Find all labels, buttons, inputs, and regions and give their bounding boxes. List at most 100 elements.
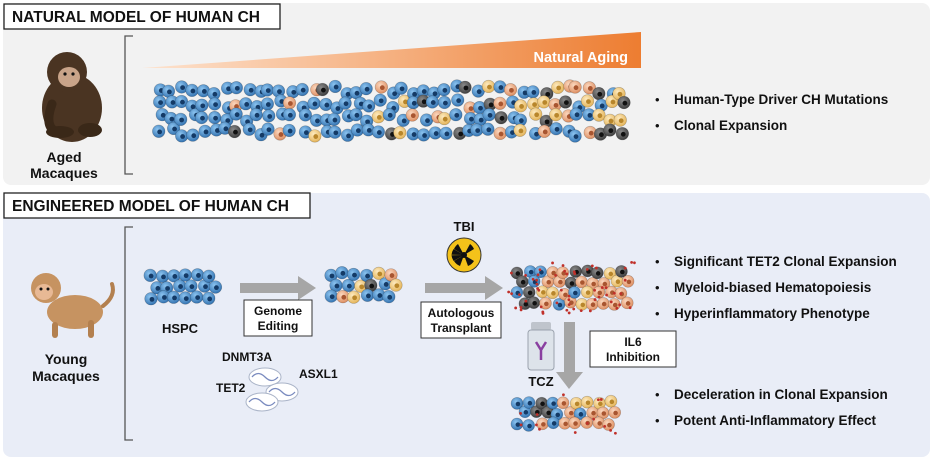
cell-nucleus	[421, 99, 427, 105]
engineered-bullet-5: Potent Anti-Inflammatory Effect	[674, 413, 877, 428]
cell-nucleus	[355, 128, 361, 134]
cell-nucleus	[422, 133, 427, 138]
cell-nucleus	[475, 128, 481, 133]
cell-nucleus	[432, 91, 438, 97]
cell-nucleus	[487, 112, 493, 118]
cell-nucleus	[573, 85, 579, 91]
transplant-line2: Transplant	[431, 321, 492, 335]
cytokine-dot	[535, 413, 539, 416]
cell-nucleus	[265, 102, 271, 107]
cell-nucleus	[546, 279, 552, 285]
engineered-heading: ENGINEERED MODEL OF HUMAN CH	[12, 198, 289, 215]
cell-nucleus	[520, 279, 526, 285]
cytokine-dot	[609, 428, 613, 432]
cell-nucleus	[587, 112, 593, 118]
cell-nucleus	[369, 283, 375, 289]
cell-nucleus	[586, 99, 591, 104]
cell-nucleus	[200, 103, 206, 109]
cell-nucleus	[488, 102, 494, 108]
cell-nucleus	[554, 126, 560, 132]
cytokine-dot	[565, 308, 569, 312]
engineered-bullet-1: Significant TET2 Clonal Expansion	[674, 254, 897, 269]
cell-nucleus	[597, 113, 603, 119]
aged-macaque-illustration	[42, 52, 102, 142]
cell-nucleus	[563, 292, 568, 298]
cell-nucleus	[183, 273, 189, 279]
cell-nucleus	[190, 88, 196, 94]
cell-nucleus	[599, 103, 605, 109]
cell-nucleus	[315, 118, 320, 124]
cell-nucleus	[443, 100, 448, 106]
cytokine-dot	[539, 305, 543, 309]
cytokine-dot	[519, 308, 523, 312]
cell-nucleus	[367, 104, 373, 109]
cell-nucleus	[376, 114, 382, 120]
cell-nucleus	[226, 86, 231, 92]
cell-nucleus	[378, 98, 384, 104]
cell-nucleus	[359, 284, 365, 290]
cell-nucleus	[333, 84, 339, 90]
cell-nucleus	[354, 90, 360, 96]
cell-nucleus	[468, 106, 474, 111]
cell-nucleus	[618, 118, 624, 124]
cytokine-dot	[565, 272, 569, 276]
young-label-line1: Young	[45, 351, 88, 367]
cytokine-dot	[536, 287, 539, 290]
engineered-bracket	[124, 226, 133, 441]
cell-nucleus	[442, 87, 448, 93]
cell-nucleus	[454, 112, 460, 118]
cell-nucleus	[394, 283, 400, 289]
cytokine-dot	[599, 398, 603, 401]
transplant-line1: Autologous	[428, 306, 495, 320]
cytokine-dot	[605, 293, 608, 297]
cytokine-dot	[561, 264, 565, 267]
cytokine-dot	[579, 309, 583, 313]
cell-nucleus	[510, 130, 515, 135]
cell-nucleus	[169, 116, 175, 122]
cell-nucleus	[266, 127, 272, 133]
cytokine-dot	[531, 277, 535, 281]
cell-nucleus	[180, 99, 185, 105]
cell-nucleus	[532, 102, 537, 107]
cell-nucleus	[615, 279, 621, 284]
natural-aging-label: Natural Aging	[533, 50, 628, 66]
cell-nucleus	[527, 423, 532, 429]
cell-nucleus	[463, 85, 469, 91]
cell-nucleus	[291, 89, 297, 95]
cytokine-dot	[567, 298, 571, 302]
svg-text:•: •	[655, 387, 660, 402]
genome-editing-box	[243, 299, 313, 337]
cell-nucleus	[157, 129, 163, 135]
cell-nucleus	[522, 90, 528, 96]
cell-nucleus	[551, 401, 556, 406]
gene-tet2: TET2	[216, 381, 246, 395]
engineered-bullet-2: Myeloid-biased Hematopoiesis	[674, 280, 871, 295]
cytokine-dot	[562, 393, 565, 397]
cell-nucleus	[352, 295, 358, 301]
cell-nucleus	[544, 301, 549, 307]
cell-nucleus	[213, 115, 218, 121]
cell-nucleus	[478, 105, 483, 111]
cell-nucleus	[329, 294, 335, 300]
cytokine-dot	[590, 264, 594, 268]
cell-nucleus	[215, 128, 220, 133]
cell-nucleus	[234, 85, 240, 91]
cytokine-dot	[573, 431, 577, 434]
cell-nucleus	[303, 130, 309, 136]
cell-nucleus	[387, 294, 393, 300]
cytokine-dot	[524, 274, 528, 277]
cell-nucleus	[377, 293, 383, 298]
cytokine-dot	[559, 288, 563, 292]
cytokine-dot	[514, 306, 518, 310]
cell-nucleus	[191, 133, 197, 139]
cell-nucleus	[469, 116, 474, 122]
cytokine-dot	[603, 424, 607, 428]
cell-nucleus	[528, 269, 534, 275]
cytokine-dot	[593, 288, 596, 292]
natural-panel	[3, 3, 930, 185]
cell-nucleus	[541, 290, 546, 295]
cell-nucleus	[265, 88, 271, 93]
cell-nucleus	[160, 112, 166, 118]
tbi-label: TBI	[454, 219, 475, 234]
